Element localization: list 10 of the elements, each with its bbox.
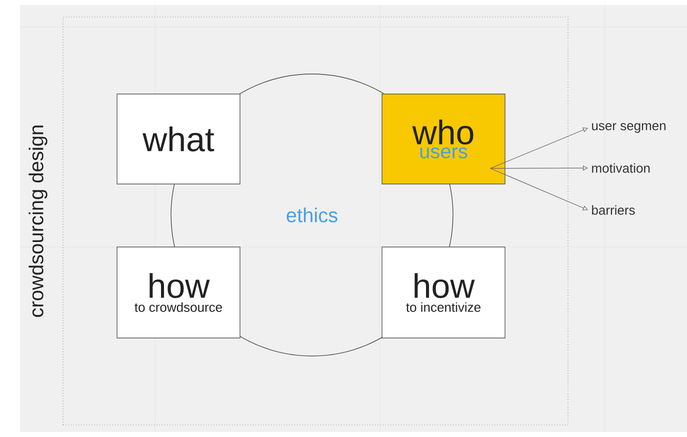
- question-box: who users: [382, 94, 506, 184]
- side-label: motivation: [592, 163, 650, 173]
- arrow: [490, 128, 588, 169]
- question-box: what: [116, 94, 240, 184]
- arrow: [490, 168, 588, 210]
- side-label: barriers: [592, 205, 635, 215]
- question-box: how to incentivize: [382, 246, 506, 338]
- question-box: how to crowdsource: [116, 246, 240, 338]
- side-label: user segmen: [592, 123, 666, 133]
- node-label: crowdsourcing design: [28, 126, 48, 317]
